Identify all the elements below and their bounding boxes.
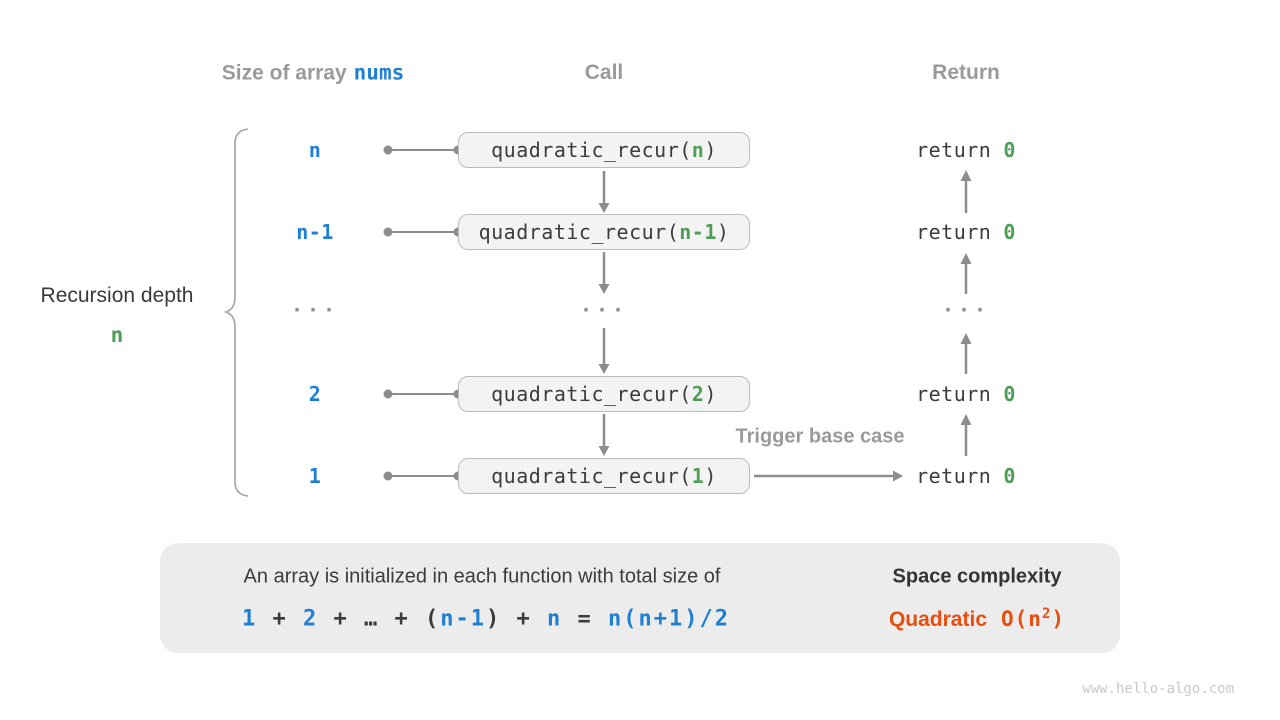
call-code-open: quadratic_recur( — [491, 464, 692, 488]
return-statement: return 0 — [916, 220, 1016, 244]
arrow-up-icon — [960, 253, 972, 294]
formula-operator: + — [318, 606, 365, 632]
size-label-1: 1 — [308, 464, 322, 488]
return-ellipsis: ··· — [941, 298, 991, 322]
call-code: quadratic_recur(2) — [491, 382, 717, 406]
size-header-label: Size of array — [221, 61, 347, 85]
return-statement: return 0 — [916, 138, 1016, 162]
return-value: 0 — [1003, 382, 1016, 406]
return-value: 0 — [1003, 138, 1016, 162]
call-code-close: ) — [716, 220, 730, 244]
call-code-close: ) — [704, 138, 717, 162]
recursion-depth-value: n — [110, 323, 124, 347]
return-value: 0 — [1003, 220, 1016, 244]
formula-term: 2 — [303, 606, 319, 632]
formula-operator: = — [562, 606, 609, 632]
summary-description: An array is initialized in each function… — [243, 565, 721, 588]
recursion-depth-label: Recursion depth — [40, 284, 194, 307]
formula-operator: + — [379, 606, 426, 632]
arrow-down-icon — [598, 414, 610, 456]
call-code: quadratic_recur(n-1) — [479, 220, 730, 244]
connector-line — [383, 389, 463, 399]
big-o-notation: O(n2) — [1001, 606, 1065, 631]
call-code-close: ) — [704, 382, 717, 406]
size-header-nums-code: nums — [353, 60, 405, 85]
column-header-call: Call — [585, 61, 624, 85]
call-header-label: Call — [584, 61, 624, 84]
call-box-n-1: quadratic_recur(n-1) — [458, 214, 750, 250]
call-code-open: quadratic_recur( — [491, 138, 692, 162]
formula-term: n-1 — [440, 606, 487, 632]
call-code-arg: n — [691, 138, 705, 162]
size-label-2: 2 — [308, 382, 322, 406]
arrow-down-icon — [598, 171, 610, 213]
return-statement: return 0 — [916, 382, 1016, 406]
formula-result: n(n+1)/2 — [608, 606, 730, 632]
arrow-right-icon — [754, 470, 903, 482]
return-keyword: return — [916, 464, 992, 488]
complexity-name: Quadratic — [888, 608, 987, 631]
summary-formula: 1 + 2 + … + (n-1) + n = n(n+1)/2 — [242, 607, 730, 632]
call-box-1: quadratic_recur(1) — [458, 458, 750, 494]
connector-line — [383, 471, 463, 481]
call-box-n: quadratic_recur(n) — [458, 132, 750, 168]
formula-operator: + — [501, 606, 548, 632]
return-header-label: Return — [932, 61, 1000, 84]
space-complexity-title: Space complexity — [892, 565, 1062, 588]
return-keyword: return — [916, 382, 992, 406]
call-box-2: quadratic_recur(2) — [458, 376, 750, 412]
watermark: www.hello-algo.com — [1082, 681, 1234, 697]
call-code: quadratic_recur(n) — [491, 138, 717, 162]
size-label-n: n — [308, 138, 322, 162]
big-o-close: ) — [1051, 607, 1066, 631]
recursion-depth-brace — [223, 128, 249, 497]
return-statement: return 0 — [916, 464, 1016, 488]
arrow-up-icon — [960, 333, 972, 374]
call-code-open: quadratic_recur( — [478, 220, 680, 244]
arrow-down-icon — [598, 252, 610, 294]
call-ellipsis: ··· — [579, 298, 629, 322]
column-header-return: Return — [932, 61, 1000, 85]
return-keyword: return — [916, 138, 992, 162]
connector-line — [383, 227, 463, 237]
summary-panel — [160, 543, 1120, 653]
formula-term: 1 — [242, 606, 258, 632]
connector-line — [383, 145, 463, 155]
arrow-down-icon — [598, 328, 610, 374]
arrow-up-icon — [960, 170, 972, 213]
big-o-open: O(n — [1001, 607, 1042, 631]
formula-operator: + — [257, 606, 304, 632]
call-code: quadratic_recur(1) — [491, 464, 717, 488]
return-value: 0 — [1003, 464, 1016, 488]
formula-paren: ( — [425, 606, 441, 632]
formula-term: n — [547, 606, 563, 632]
call-code-close: ) — [704, 464, 717, 488]
return-keyword: return — [916, 220, 992, 244]
call-code-arg: n-1 — [679, 220, 717, 244]
arrow-up-icon — [960, 414, 972, 456]
call-code-open: quadratic_recur( — [491, 382, 692, 406]
trigger-base-case-label: Trigger base case — [735, 425, 905, 448]
formula-paren: ) — [486, 606, 502, 632]
call-code-arg: 2 — [691, 382, 705, 406]
size-label-n-1: n-1 — [296, 220, 334, 244]
column-header-size: Size of array nums — [222, 61, 404, 86]
big-o-exponent: 2 — [1041, 606, 1052, 622]
call-code-arg: 1 — [691, 464, 705, 488]
space-complexity-value: Quadratic O(n2) — [889, 606, 1065, 632]
size-ellipsis: ··· — [290, 298, 340, 322]
formula-ellipsis: … — [364, 606, 380, 632]
